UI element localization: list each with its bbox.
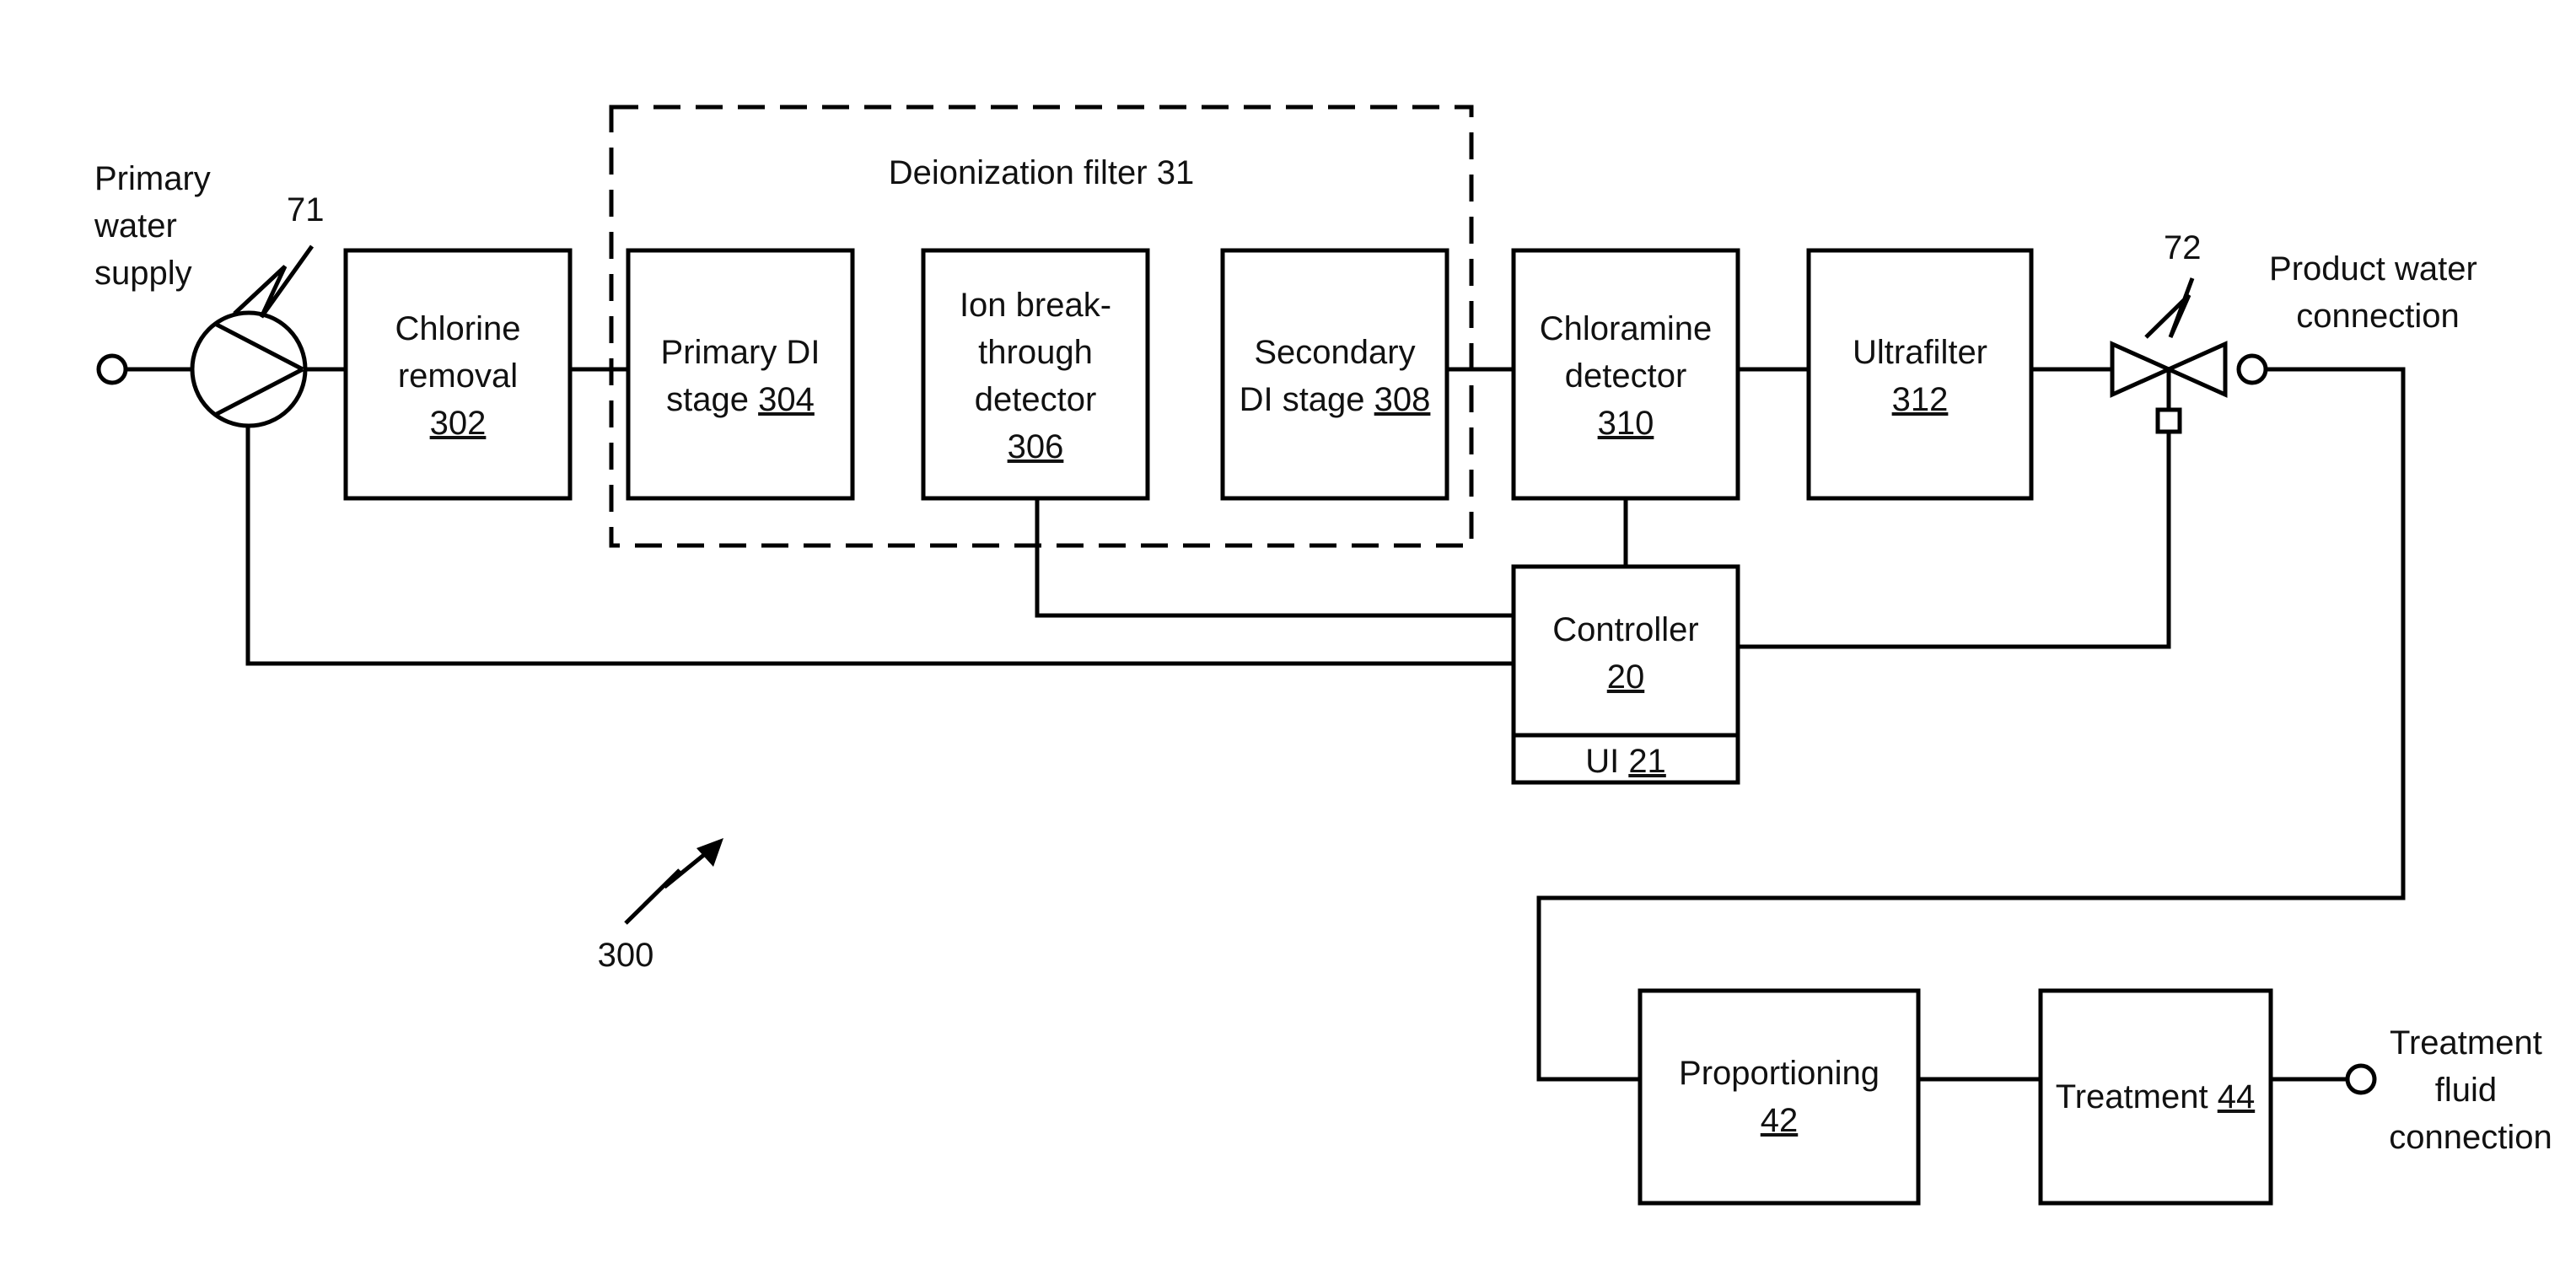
svg-text:Proportioning: Proportioning — [1679, 1055, 1880, 1092]
ion-breakthrough-detector-block: Ion break- through detector 306 — [923, 250, 1148, 498]
controller-block: Controller 20 — [1514, 567, 1738, 735]
system-ref-label: 300 — [598, 937, 654, 974]
pump-ref-label: 71 — [287, 191, 325, 228]
chlorine-removal-block: Chlorine removal 302 — [346, 250, 570, 498]
treatment-ref: 44 — [2218, 1078, 2256, 1115]
product-water-port — [2239, 356, 2266, 383]
controller-ref: 20 — [1607, 658, 1645, 696]
svg-text:Ion break-: Ion break- — [960, 287, 1111, 324]
secondary-di-stage-block: Secondary DI stage 308 — [1223, 250, 1447, 498]
svg-text:stage 304: stage 304 — [666, 381, 815, 418]
chlorine-removal-ref: 302 — [430, 405, 487, 442]
svg-text:Ultrafilter: Ultrafilter — [1853, 334, 1987, 371]
svg-text:Controller: Controller — [1552, 611, 1698, 648]
treatment-fluid-connection-label: Treatment fluid connection — [2389, 1024, 2552, 1156]
pump-icon — [192, 313, 305, 426]
pump-ref-leader — [234, 246, 312, 317]
svg-text:Chlorine: Chlorine — [395, 310, 521, 347]
product-water-connection-label: Product water connection — [2269, 250, 2487, 335]
ultrafilter-block: Ultrafilter 312 — [1809, 250, 2031, 498]
primary-di-stage-block: Primary DI stage 304 — [628, 250, 852, 498]
svg-text:detector: detector — [1565, 357, 1687, 395]
primary-di-ref: 304 — [758, 381, 815, 418]
proportioning-block: Proportioning 42 — [1640, 991, 1918, 1203]
chloramine-detector-block: Chloramine detector 310 — [1514, 250, 1738, 498]
primary-water-supply-label: Primary water supply — [94, 160, 220, 292]
svg-text:Primary DI: Primary DI — [661, 334, 820, 371]
svg-text:through: through — [978, 334, 1093, 371]
svg-text:Treatment 44: Treatment 44 — [2056, 1078, 2255, 1115]
svg-text:removal: removal — [398, 357, 518, 395]
svg-text:detector: detector — [975, 381, 1097, 418]
valve-ref-label: 72 — [2164, 229, 2202, 266]
ui-ref: 21 — [1628, 743, 1666, 780]
svg-text:DI stage 308: DI stage 308 — [1240, 381, 1431, 418]
svg-text:Chloramine: Chloramine — [1540, 310, 1713, 347]
svg-text:UI 21: UI 21 — [1585, 743, 1666, 780]
secondary-di-ref: 308 — [1374, 381, 1431, 418]
primary-water-inlet-port — [99, 356, 126, 383]
valve-icon — [2112, 344, 2225, 432]
ui-block: UI 21 — [1514, 735, 1738, 782]
valve-ref-leader — [2146, 278, 2192, 337]
proportioning-ref: 42 — [1761, 1102, 1799, 1139]
treatment-fluid-port — [2347, 1066, 2374, 1093]
chloramine-detector-ref: 310 — [1598, 405, 1654, 442]
svg-text:Secondary: Secondary — [1254, 334, 1415, 371]
system-ref-arrowhead — [696, 838, 723, 867]
line-ion-detector-to-controller — [1037, 497, 1514, 615]
treatment-block: Treatment 44 — [2041, 991, 2271, 1203]
ultrafilter-ref: 312 — [1892, 381, 1949, 418]
ion-breakthrough-ref: 306 — [1008, 428, 1064, 465]
deionization-filter-label: Deionization filter 31 — [889, 154, 1194, 191]
